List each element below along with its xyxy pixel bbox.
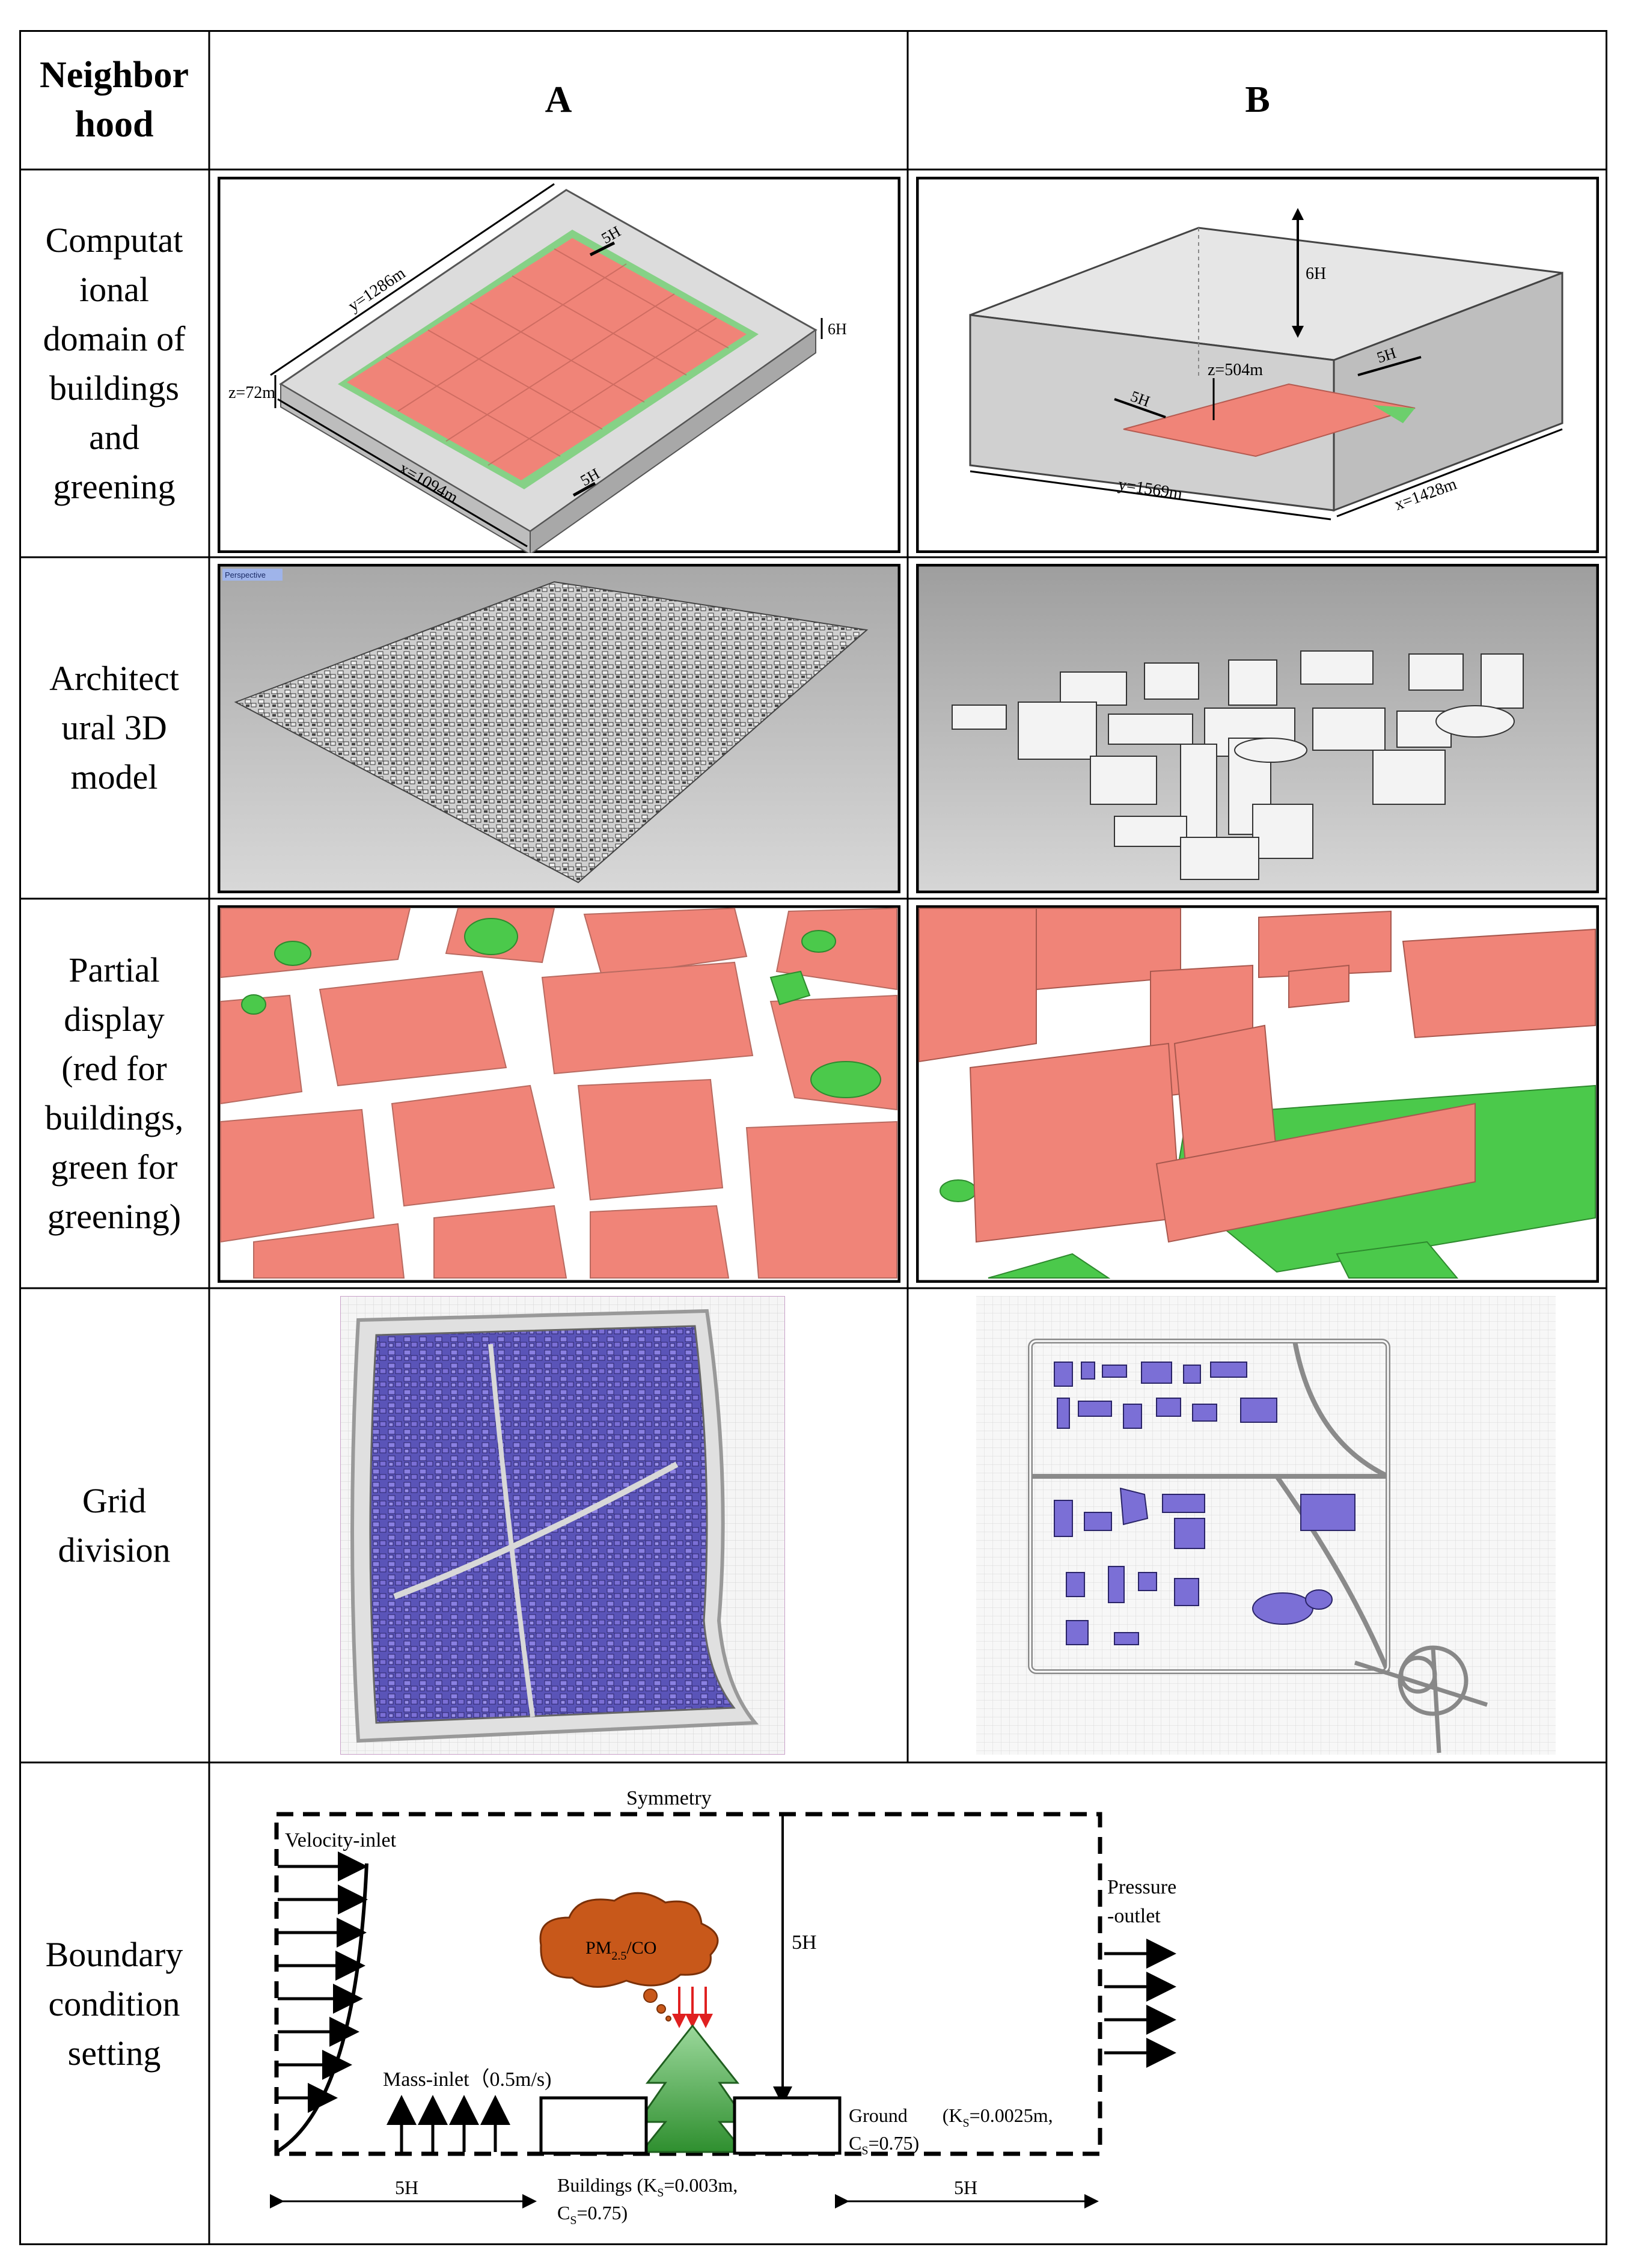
pollutant-pm-label: PM xyxy=(585,1938,611,1958)
row-label-model: Architect ural 3D model xyxy=(49,659,179,796)
boundary-buildings-k-prefix: Buildings (K xyxy=(557,2174,657,2196)
header-column-a: A xyxy=(545,79,572,120)
pollutant-co-label: /CO xyxy=(626,1938,656,1958)
boundary-buildings-k-value: =0.003m, xyxy=(664,2174,738,2196)
row-label-partial: Partial display (red for buildings, gree… xyxy=(44,950,184,1236)
boundary-right-span: 5H xyxy=(954,2177,977,2198)
model-b-figure xyxy=(916,564,1599,893)
tree-icon xyxy=(637,2024,748,2153)
boundary-height-label: 5H xyxy=(792,1931,817,1954)
domain-b-z-label: z=504m xyxy=(1208,361,1263,379)
domain-b-height-label: 6H xyxy=(1306,264,1326,283)
domain-b-figure: 6H z=504m 5H 5H y=1569m x=1428m xyxy=(916,177,1599,553)
boundary-ground-c-sub: S xyxy=(861,2144,868,2157)
table-grid xyxy=(19,30,1607,2245)
boundary-symmetry-label: Symmetry xyxy=(626,1787,712,1809)
row-label-grid: Grid division xyxy=(58,1481,171,1570)
boundary-ground-label: Ground xyxy=(849,2104,908,2126)
boundary-left-span: 5H xyxy=(395,2177,418,2198)
pollutant-cloud xyxy=(539,1892,719,2022)
boundary-buildings-c-sub: S xyxy=(570,2214,576,2227)
model-a-viewport-tag: Perspective xyxy=(225,570,266,579)
boundary-ground-k-sub: S xyxy=(963,2117,970,2130)
boundary-ground-k-value: =0.0025m, xyxy=(970,2104,1053,2126)
boundary-buildings-c-prefix: C xyxy=(557,2202,570,2224)
boundary-pressure-outlet-label-2: -outlet xyxy=(1107,1905,1161,1927)
svg-text:PM2.5/CO: PM2.5/CO xyxy=(585,1938,656,1963)
boundary-buildings-k-sub: S xyxy=(657,2186,664,2199)
row-label-boundary: Boundary condition setting xyxy=(45,1934,183,2073)
domain-a-z-label: z=72m xyxy=(228,384,275,402)
header-neighborhood: Neighbor hood xyxy=(40,55,189,145)
header-column-b: B xyxy=(1245,79,1270,120)
boundary-ground-c-prefix: C xyxy=(849,2132,861,2154)
boundary-ground-c-value: =0.75) xyxy=(868,2132,919,2154)
grid-b-figure xyxy=(976,1296,1556,1755)
boundary-pressure-outlet-label-1: Pressure xyxy=(1107,1876,1176,1898)
domain-a-figure: y=1286m z=72m x=1094m 5H 6H 5H xyxy=(218,177,900,553)
svg-text:CS=0.75): CS=0.75) xyxy=(849,2132,919,2157)
pollutant-pm-subscript: 2.5 xyxy=(611,1949,626,1963)
model-a-figure: Perspective xyxy=(218,564,900,893)
boundary-buildings-c-value: =0.75) xyxy=(576,2202,628,2224)
boundary-ground-k-prefix: (K xyxy=(943,2104,963,2126)
partial-b-figure xyxy=(916,905,1599,1283)
svg-text:Ground (KS=0.0025m,: Ground (KS=0.0025m, xyxy=(849,2104,1053,2130)
grid-a-figure xyxy=(340,1296,785,1755)
boundary-velocity-inlet-label: Velocity-inlet xyxy=(285,1829,397,1851)
domain-a-side-gap: 6H xyxy=(828,320,847,338)
svg-text:Buildings (KS=0.003m,: Buildings (KS=0.003m, xyxy=(557,2174,738,2199)
row-label-domain: Computat ional domain of buildings and g… xyxy=(43,220,186,506)
partial-a-figure xyxy=(218,905,900,1283)
figure-table: Neighbor hood A B Computat ional domain … xyxy=(19,30,1607,2245)
boundary-mass-inlet-label: Mass-inlet（0.5m/s) xyxy=(383,2068,551,2091)
svg-text:CS=0.75): CS=0.75) xyxy=(557,2202,628,2227)
boundary-figure: Symmetry Velocity-inlet 5H Pressure -out… xyxy=(218,1767,1600,2242)
